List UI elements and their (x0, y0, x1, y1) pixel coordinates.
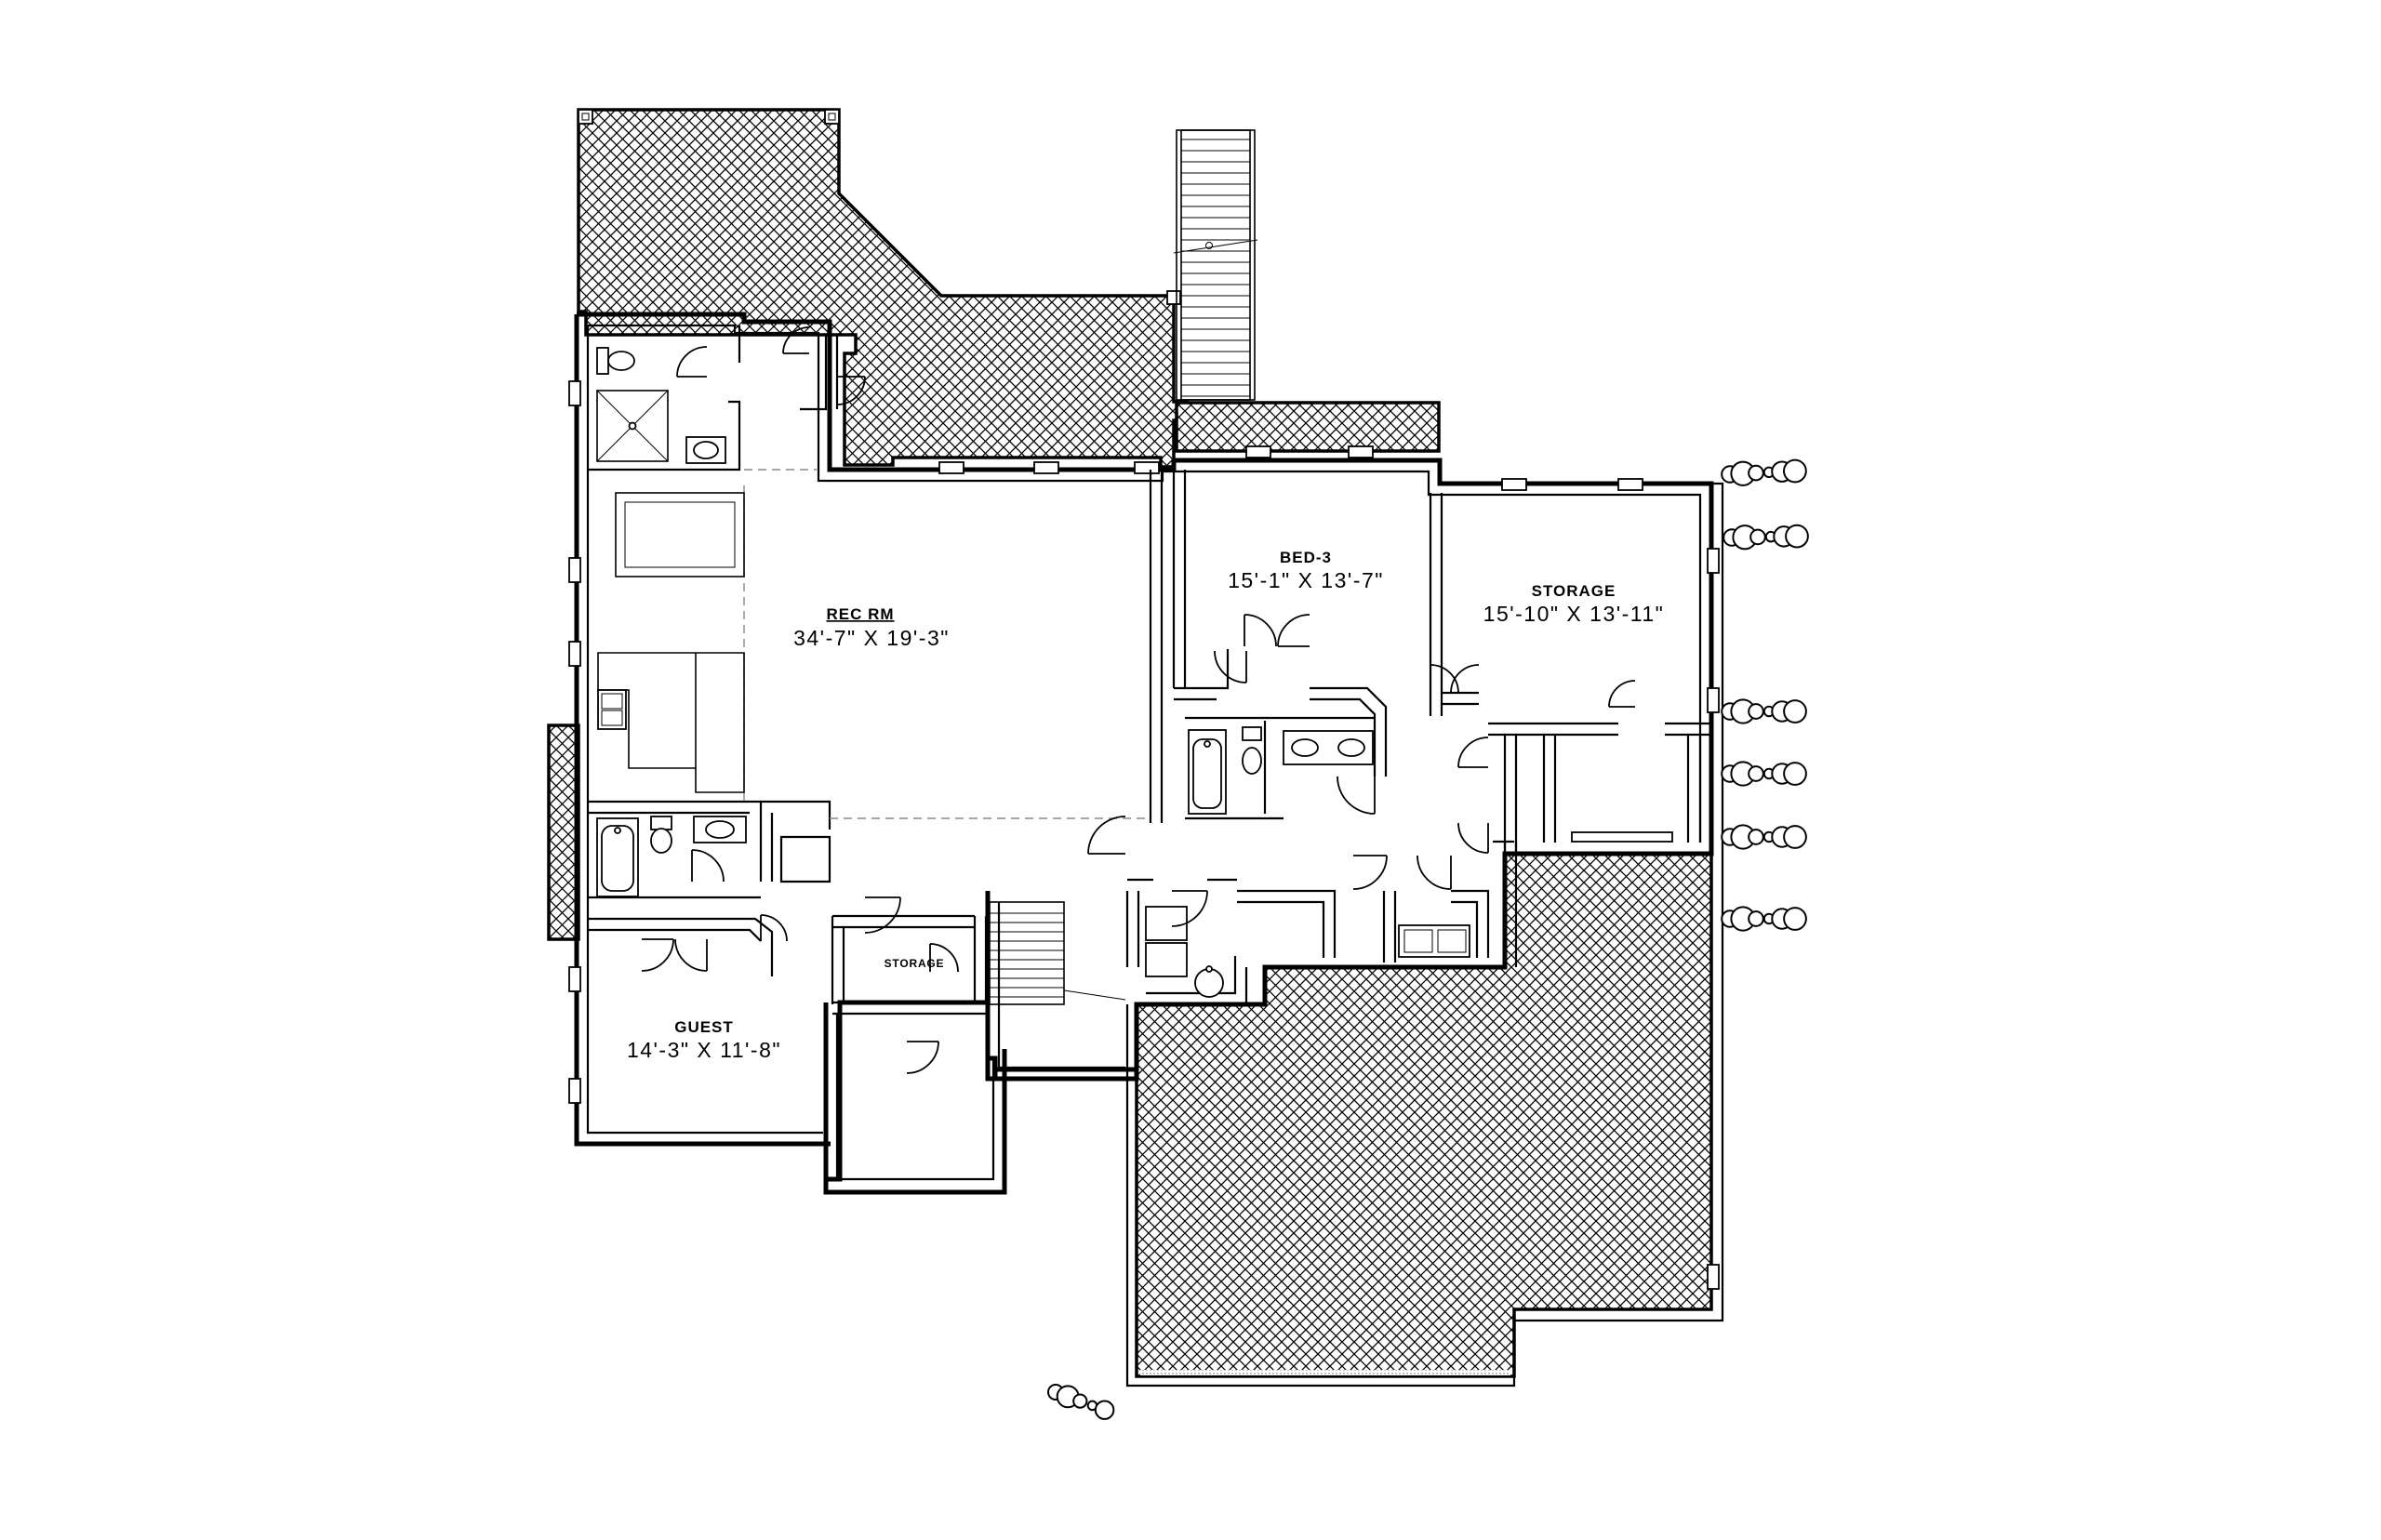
toilet-icon (1242, 726, 1262, 775)
rec-room-fixtures (597, 492, 745, 793)
door-swing-icon (760, 914, 788, 942)
rec-room-name: REC RM (826, 605, 894, 623)
shower-icon (596, 390, 669, 462)
shrub-icon (1721, 458, 1807, 486)
guest-name: GUEST (674, 1018, 734, 1036)
shrubs (1047, 458, 1809, 1420)
toilet-icon (650, 816, 672, 854)
door-swing-icon (1417, 855, 1452, 890)
bed3-dims: 15'-1" X 13'-7" (1228, 568, 1384, 592)
sink-icon (693, 816, 747, 843)
door-swing-icon (782, 326, 810, 354)
door-swing-icon (1337, 776, 1376, 815)
utility-fixtures (1145, 831, 1673, 998)
storage-shelf (1571, 831, 1673, 843)
door-swing-icon (864, 896, 901, 934)
shrub-icon (1721, 761, 1807, 787)
door-swing-icon (674, 938, 708, 972)
sink-icon (685, 436, 726, 464)
guest-bath-fixtures (596, 816, 747, 897)
shrub-icon (1723, 524, 1809, 551)
door-swing-icon (1457, 737, 1489, 768)
door-swing-icon (676, 346, 708, 378)
toilet-icon (596, 347, 635, 375)
guest-dims: 14'-3" X 11'-8" (627, 1038, 781, 1062)
door-swing-icon (1430, 664, 1459, 694)
shrub-icon (1721, 698, 1807, 724)
pool-table (615, 492, 745, 578)
door-swings (641, 326, 1636, 1074)
washer-dryer (1145, 906, 1188, 977)
bathtub-icon (596, 817, 639, 897)
door-swing-icon (1450, 664, 1480, 694)
bathtub-icon (1188, 729, 1227, 815)
patio-north-west (577, 108, 1189, 469)
shrub-icon (1047, 1384, 1115, 1420)
door-swing-icon (1171, 890, 1208, 927)
bed3-name: BED-3 (1280, 549, 1332, 566)
storage-large-name: STORAGE (1532, 582, 1616, 600)
door-swing-icon (1352, 855, 1388, 890)
patio-north-east (1175, 401, 1441, 453)
storage-large-dims: 15'-10" X 13'-11" (1483, 602, 1665, 626)
room-labels: REC RM 34'-7" X 19'-3" BED-3 15'-1" X 13… (627, 549, 1665, 1062)
exterior-stair-north (1173, 129, 1258, 401)
water-heater (1194, 965, 1224, 998)
door-swing-icon (929, 943, 959, 973)
double-vanity (1283, 730, 1374, 765)
bed3-bath-fixtures (1188, 726, 1374, 815)
west-planter-hatch (547, 724, 580, 941)
door-swing-icon (1244, 614, 1277, 647)
door-swing-icon (1457, 822, 1489, 854)
interior-stair-south (989, 901, 1126, 1005)
window-marks (568, 380, 1720, 1290)
shrub-icon (1721, 906, 1807, 932)
rec-room-dims: 34'-7" X 19'-3" (793, 626, 950, 650)
bar-sink (597, 689, 627, 730)
door-swing-icon (1277, 614, 1310, 647)
door-swing-icon (691, 849, 725, 883)
door-swing-icon (1214, 650, 1247, 684)
door-swing-icon (641, 938, 674, 972)
sink-icon (1398, 924, 1470, 958)
dashed-lines (743, 469, 1151, 819)
door-swing-icon (906, 1041, 939, 1074)
shrub-icon (1721, 824, 1807, 850)
door-swing-icon (1608, 680, 1636, 708)
nw-bath-fixtures (596, 347, 726, 464)
door-swing-icon (1087, 816, 1126, 855)
door-swing-icon (836, 376, 866, 405)
storage-small-name: STORAGE (885, 957, 945, 970)
